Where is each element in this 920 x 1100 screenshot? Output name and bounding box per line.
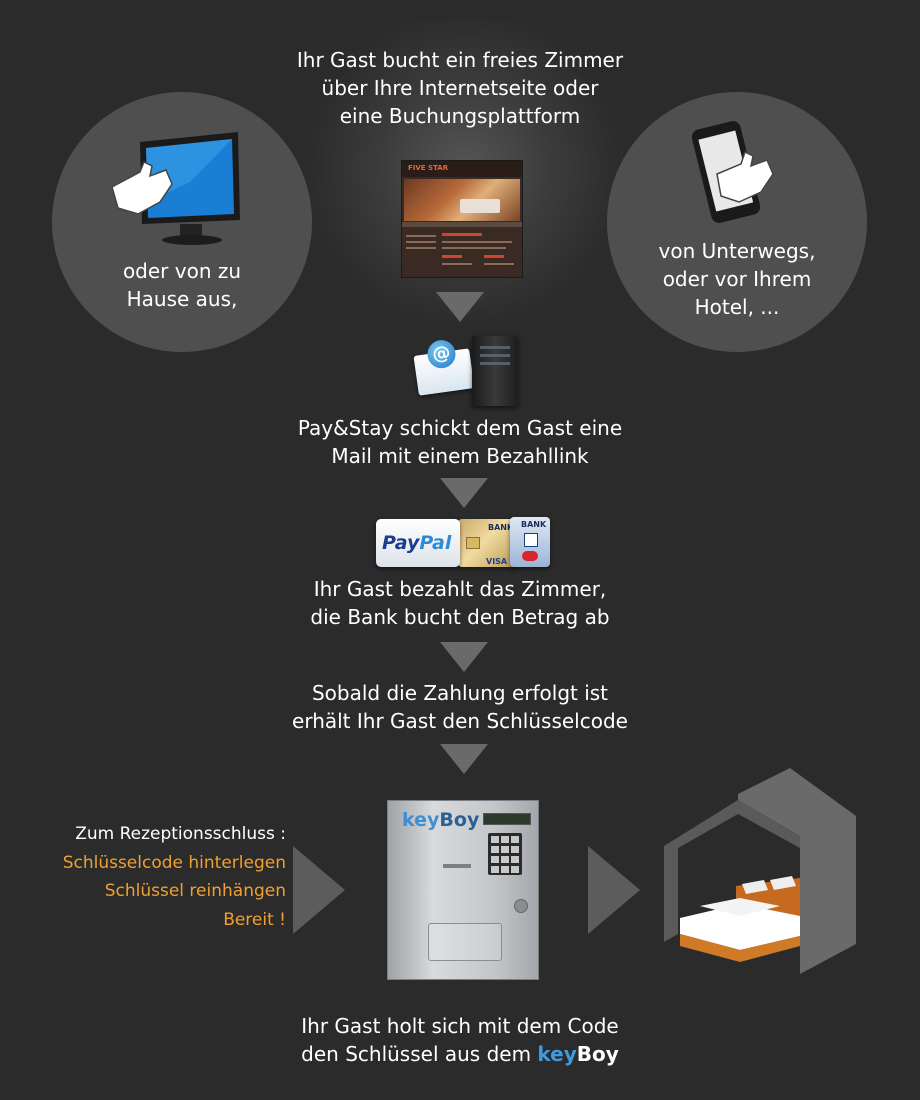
server-slot xyxy=(480,362,510,365)
final-line1: Ihr Gast holt sich mit dem Code xyxy=(301,1014,619,1038)
server-slot xyxy=(480,346,510,349)
monitor-touch-icon xyxy=(111,132,240,245)
home-circle: oder von zu Hause aus, xyxy=(52,92,312,352)
paypal-pay-text: Pay xyxy=(382,532,420,554)
website-header xyxy=(402,161,522,177)
reception-note-item2: Schlüssel reinhängen xyxy=(104,881,286,901)
website-text-line xyxy=(442,241,512,243)
code-line2: erhält Ihr Gast den Schlüsselcode xyxy=(292,709,628,733)
keyboy-device: keyBoy xyxy=(387,800,539,980)
bank-card-label: BANK xyxy=(521,520,547,529)
mastercard-logo-icon xyxy=(522,551,538,561)
booking-line3: eine Buchungsplattform xyxy=(339,104,581,128)
code-step-text: Sobald die Zahlung erfolgt ist erhält Ih… xyxy=(260,679,660,735)
booking-line2: über Ihre Internetseite oder xyxy=(321,76,599,100)
booking-line1: Ihr Gast bucht ein freies Zimmer xyxy=(296,48,624,72)
bank-card-gold: BANK xyxy=(458,519,518,567)
ec-logo-icon xyxy=(524,533,538,547)
reception-note-heading: Zum Rezeptionsschluss : xyxy=(75,824,286,844)
paypal-logo: PayPal xyxy=(376,519,460,567)
visa-label: VISA xyxy=(486,557,508,566)
website-text-line xyxy=(442,247,506,249)
keyboy-keypad xyxy=(488,833,522,875)
card-chip xyxy=(466,537,480,549)
bank-card-blue: BANK VISA xyxy=(486,517,550,567)
flow-arrow-1 xyxy=(436,292,484,322)
website-sidebar-line xyxy=(406,247,436,249)
mobile-circle-line2: oder vor Ihrem xyxy=(662,267,812,291)
mobile-circle-line1: von Unterwegs, xyxy=(658,239,816,263)
keyboy-inline-logo: keyBoy xyxy=(537,1042,619,1066)
pay-line1: Ihr Gast bezahlt das Zimmer, xyxy=(313,577,607,601)
mail-line2: Mail mit einem Bezahllink xyxy=(331,444,589,468)
flow-arrow-right-2 xyxy=(588,846,640,934)
flow-arrow-4 xyxy=(440,744,488,774)
code-line1: Sobald die Zahlung erfolgt ist xyxy=(311,681,609,705)
website-bed-image xyxy=(460,199,500,213)
booking-step-text: Ihr Gast bucht ein freies Zimmer über Ih… xyxy=(260,46,660,130)
website-heading-line xyxy=(484,255,504,258)
lock-icon xyxy=(514,899,528,913)
mail-line1: Pay&Stay schickt dem Gast eine xyxy=(297,416,623,440)
reception-note-item1: Schlüsselcode hinterlegen xyxy=(62,853,286,873)
paypal-pal-text: Pal xyxy=(419,532,452,554)
reception-note-item3: Bereit ! xyxy=(223,910,286,930)
email-icon: @ xyxy=(413,338,475,396)
mobile-circle: von Unterwegs, oder vor Ihrem Hotel, ... xyxy=(607,92,867,352)
website-sidebar-line xyxy=(406,241,436,243)
mobile-circle-line3: Hotel, ... xyxy=(694,295,780,319)
keyboy-hint-arrow xyxy=(443,864,471,868)
flow-arrow-right-1 xyxy=(293,846,345,934)
smartphone-touch-icon xyxy=(691,121,774,223)
keyboy-key-slot xyxy=(428,923,502,961)
website-text-line xyxy=(484,263,514,265)
website-text-line xyxy=(442,263,472,265)
mail-step-text: Pay&Stay schickt dem Gast eine Mail mit … xyxy=(260,414,660,470)
website-sidebar-line xyxy=(406,235,436,237)
hotel-website-thumbnail: FIVE STAR xyxy=(401,160,523,278)
website-nav xyxy=(402,222,522,227)
flow-arrow-2 xyxy=(440,478,488,508)
hotel-room-icon xyxy=(664,768,856,974)
final-line2-wrap: den Schlüssel aus dem keyBoy xyxy=(260,1040,660,1068)
keyboy-display xyxy=(483,813,531,825)
home-circle-line2: Hause aus, xyxy=(126,287,238,311)
flow-arrow-3 xyxy=(440,642,488,672)
website-heading-line xyxy=(442,255,462,258)
bank-card-label: BANK xyxy=(488,523,514,532)
server-slot xyxy=(480,354,510,357)
pay-line2: die Bank bucht den Betrag ab xyxy=(310,605,610,629)
home-circle-line1: oder von zu xyxy=(122,259,242,283)
website-heading-line xyxy=(442,233,482,236)
server-icon xyxy=(472,336,518,406)
payment-step-text: Ihr Gast bezahlt das Zimmer, die Bank bu… xyxy=(260,575,660,631)
final-line2: den Schlüssel aus dem xyxy=(301,1042,532,1066)
keyboy-device-logo: keyBoy xyxy=(402,809,480,831)
website-logo: FIVE STAR xyxy=(408,164,449,172)
final-step-text: Ihr Gast holt sich mit dem Code den Schl… xyxy=(260,1012,660,1068)
